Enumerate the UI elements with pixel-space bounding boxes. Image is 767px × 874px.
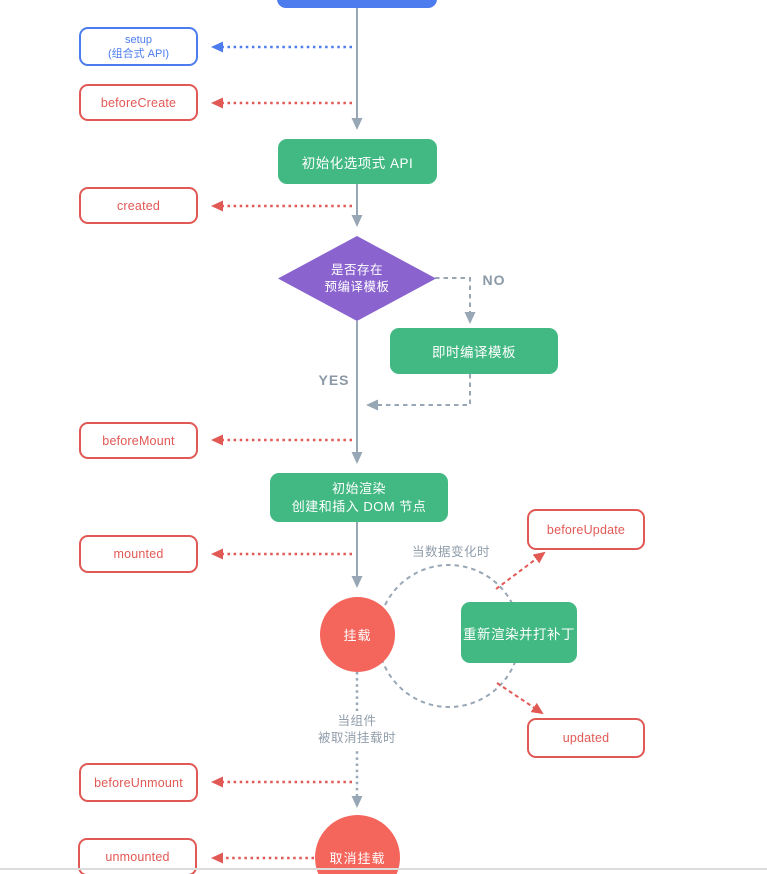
created-label: created	[116, 198, 161, 213]
before-update-label: beforeUpdate	[546, 522, 626, 537]
unmounted-label: unmounted	[105, 850, 170, 864]
hook-callout-arrows	[211, 97, 352, 864]
compile-template-box: 即时编译模板	[390, 328, 558, 374]
unmounted-state-circle: 取消挂载	[315, 815, 400, 874]
decision-label: 是否存在 预编译模板	[324, 262, 390, 294]
template-branch-dashed	[366, 277, 476, 411]
initial-render-box: 初始渲染 创建和插入 DOM 节点	[270, 473, 448, 522]
before-create-hook-box: beforeCreate	[79, 84, 198, 121]
rerender-patch-label: 重新渲染并打补丁	[463, 626, 575, 642]
before-mount-hook-box: beforeMount	[79, 422, 198, 459]
before-create-label: beforeCreate	[100, 95, 177, 110]
init-options-api-label: 初始化选项式 API	[301, 155, 414, 171]
setup-hook-label: setup (组合式 API)	[107, 33, 170, 60]
before-mount-label: beforeMount	[102, 433, 175, 448]
data-change-edge-label: 当数据变化时	[411, 545, 490, 559]
rerender-patch-box: 重新渲染并打补丁	[461, 602, 577, 663]
before-update-hook-box: beforeUpdate	[527, 509, 645, 550]
app-instance-box	[277, 0, 437, 8]
branch-label-no: NO	[482, 272, 506, 288]
updated-hook-box: updated	[527, 718, 645, 758]
branch-label-yes: YES	[318, 372, 350, 388]
updated-label: updated	[562, 731, 610, 745]
mounted-label: mounted	[113, 547, 164, 561]
initial-render-label: 初始渲染 创建和插入 DOM 节点	[291, 480, 427, 514]
mounted-state-circle: 挂载	[320, 597, 395, 672]
page-bottom-divider	[0, 868, 767, 870]
compile-template-label: 即时编译模板	[432, 345, 516, 360]
setup-hook-box: setup (组合式 API)	[79, 27, 198, 66]
unmounted-state-label: 取消挂载	[329, 851, 386, 866]
mounted-hook-box: mounted	[79, 535, 198, 573]
before-unmount-hook-box: beforeUnmount	[79, 763, 198, 802]
mounted-state-label: 挂载	[343, 628, 372, 643]
unmount-condition-edge-label: 当组件 被取消挂载时	[302, 711, 412, 749]
init-options-api-box: 初始化选项式 API	[278, 139, 437, 184]
before-unmount-label: beforeUnmount	[94, 775, 183, 790]
created-hook-box: created	[79, 187, 198, 224]
